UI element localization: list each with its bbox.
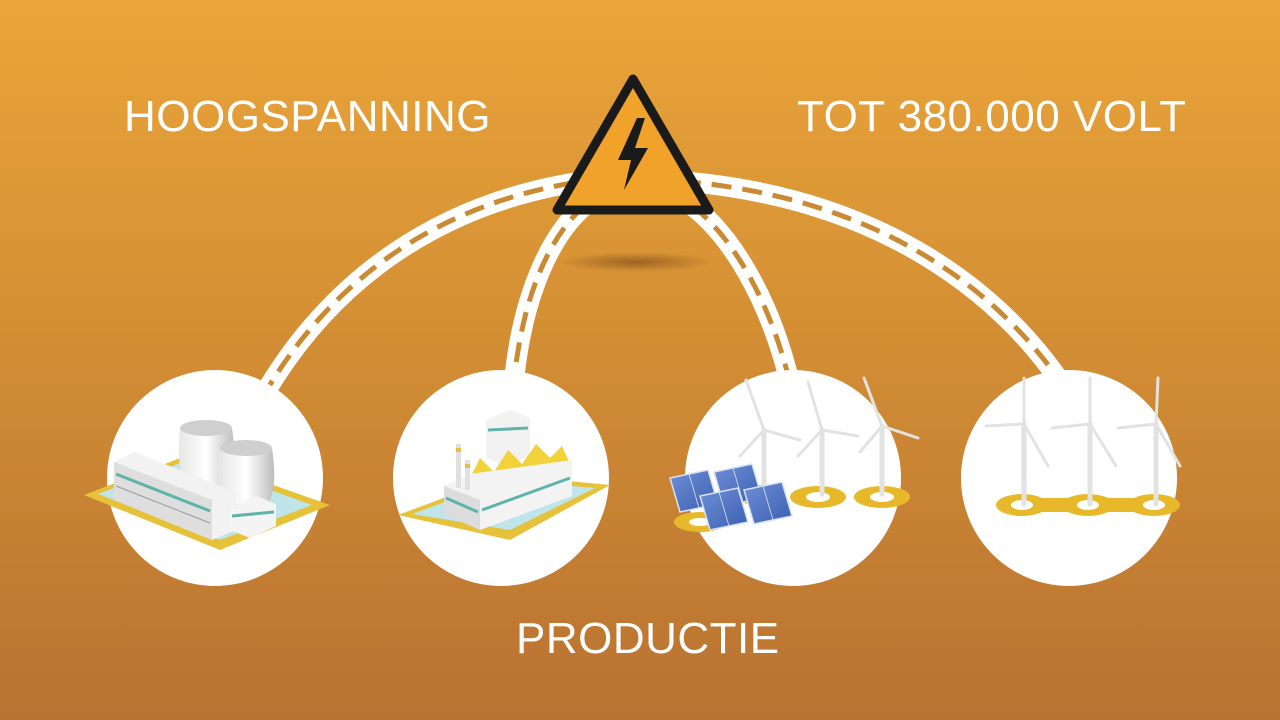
label-production: PRODUCTIE (516, 614, 780, 663)
cable-to-solar-wind (674, 190, 800, 393)
nuclear-power-plant-icon (84, 420, 330, 550)
label-high-voltage: HOOGSPANNING (124, 92, 492, 141)
label-voltage-level: TOT 380.000 VOLT (797, 92, 1187, 141)
solar-and-wind-icon (669, 376, 920, 532)
high-voltage-warning-icon (552, 74, 714, 215)
factory-icon (398, 410, 610, 540)
node-nuclear-power-plant (84, 370, 330, 586)
node-wind-farm (961, 370, 1182, 586)
warning-shadow (558, 252, 714, 272)
cable-to-factory (503, 190, 602, 403)
wind-farm-icon (984, 376, 1182, 516)
cable-to-nuclear-plant (252, 170, 602, 408)
node-factory (393, 370, 610, 586)
cable-to-wind-farm (680, 172, 1076, 400)
node-solar-and-wind (669, 370, 920, 586)
